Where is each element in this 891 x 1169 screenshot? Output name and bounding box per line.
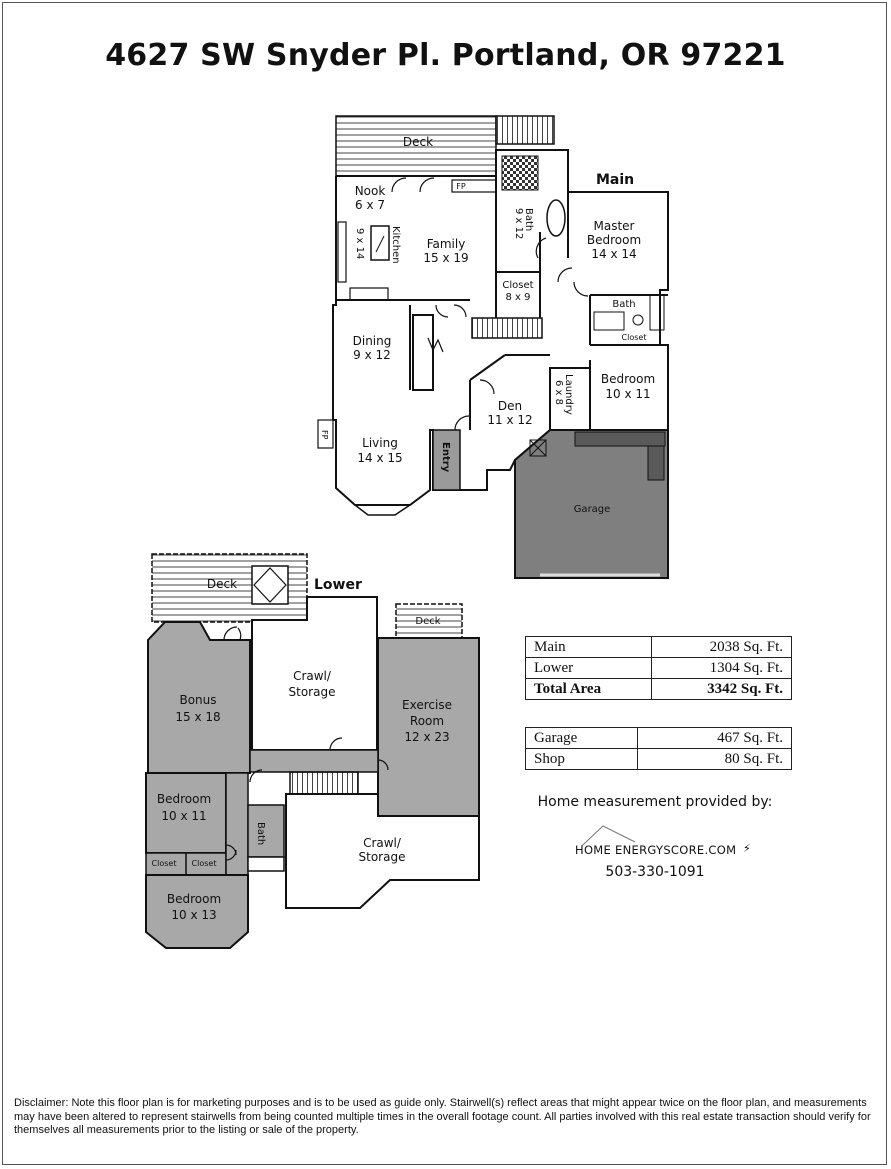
lower-level-plan (151, 553, 463, 639)
main-deck (335, 115, 497, 177)
fridge-label: FP (456, 182, 466, 191)
house-roof-icon (581, 825, 636, 846)
main-deck-steps (495, 115, 555, 145)
exercise-label-2: Room (410, 714, 444, 728)
dining-label: Dining (353, 334, 392, 348)
main-deck-label: Deck (403, 135, 433, 149)
lower-closet-b-label: Closet (192, 859, 217, 868)
family-size: 15 x 19 (423, 251, 468, 265)
bonus-label: Bonus (179, 693, 216, 707)
family-label: Family (427, 237, 466, 251)
lower-deck-label: Deck (207, 577, 237, 591)
other-label-garage: Garage (524, 727, 639, 749)
entry-label: Entry (440, 442, 451, 473)
lower-bath (247, 804, 285, 858)
master-bedroom-label-2: Bedroom (587, 233, 641, 247)
disclaimer-text: Disclaimer: Note this floor plan is for … (14, 1097, 871, 1136)
provider-heading: Home measurement provided by: (537, 794, 773, 810)
area-summary-table: Main 2038 Sq. Ft. Lower 1304 Sq. Ft. Tot… (524, 636, 792, 700)
page-title: 4627 SW Snyder Pl. Portland, OR 97221 (105, 38, 786, 73)
lower-stairs (289, 771, 359, 795)
main-entry (432, 429, 461, 491)
area-value-main: 2038 Sq. Ft. (651, 636, 792, 658)
table-row: Garage 467 Sq. Ft. (524, 727, 792, 749)
main-bath-label: Bath (523, 208, 534, 231)
area-value-lower: 1304 Sq. Ft. (651, 657, 792, 679)
lower-bedroom-2 (145, 874, 249, 949)
master-bedroom-size: 14 x 14 (591, 247, 636, 261)
main-level-label: Main (596, 172, 634, 188)
exercise-label-1: Exercise (402, 698, 452, 712)
dining-size: 9 x 12 (353, 348, 391, 362)
provider-logo-text: HOME ENERGYSCORE.COM (575, 843, 737, 857)
lower-bedroom-1-size: 10 x 11 (161, 809, 206, 823)
master-bedroom-label-1: Master (594, 219, 635, 233)
provider-logo: HOME ENERGYSCORE.COM ⚡ (565, 825, 755, 862)
closet-label: Closet (502, 280, 533, 291)
lower-bedroom-2-size: 10 x 13 (171, 908, 216, 922)
kitchen-label: Kitchen (390, 226, 401, 264)
main-stairs (471, 317, 543, 339)
living-size: 14 x 15 (357, 451, 402, 465)
fireplace-label: FP (320, 430, 329, 440)
other-label-shop: Shop (524, 748, 639, 770)
lower-deck-2 (395, 603, 463, 639)
other-value-shop: 80 Sq. Ft. (637, 748, 792, 770)
master-closet-label: Closet (622, 333, 647, 342)
area-label-main: Main (524, 636, 653, 658)
nook-size: 6 x 7 (355, 198, 385, 212)
nook-label: Nook (355, 184, 386, 198)
table-row: Main 2038 Sq. Ft. (524, 636, 792, 658)
crawl-storage-lower (285, 793, 480, 909)
main-garage (514, 429, 669, 579)
crawl-lower-label-1: Crawl/ (363, 836, 402, 850)
lower-deck-2-label: Deck (415, 616, 440, 627)
table-row: Lower 1304 Sq. Ft. (524, 657, 792, 679)
den-label: Den (498, 399, 522, 413)
kitchen-size: 9 x 14 (354, 228, 365, 259)
laundry-size: 6 x 8 (553, 380, 564, 405)
lower-level-label: Lower (314, 577, 362, 593)
other-area-table: Garage 467 Sq. Ft. Shop 80 Sq. Ft. (524, 727, 792, 770)
closet-size: 8 x 9 (506, 292, 531, 303)
lower-closet-a-label: Closet (152, 859, 177, 868)
lower-bedroom-1-label: Bedroom (157, 792, 211, 806)
bedroom-size: 10 x 11 (605, 387, 650, 401)
provider-phone: 503-330-1091 (605, 864, 705, 880)
living-label: Living (362, 436, 398, 450)
den-size: 11 x 12 (487, 413, 532, 427)
bedroom-label: Bedroom (601, 372, 655, 386)
laundry-label: Laundry (563, 374, 574, 415)
table-row: Total Area 3342 Sq. Ft. (524, 678, 792, 700)
garage-label: Garage (574, 504, 611, 515)
crawl-upper-label-2: Storage (289, 685, 336, 699)
crawl-upper-label-1: Crawl/ (293, 669, 332, 683)
area-label-total: Total Area (524, 678, 653, 700)
area-value-total: 3342 Sq. Ft. (651, 678, 792, 700)
plug-icon: ⚡ (743, 842, 752, 855)
exercise-room (377, 637, 480, 817)
area-label-lower: Lower (524, 657, 653, 679)
lower-bedroom-2-label: Bedroom (167, 892, 221, 906)
main-bath-size: 9 x 12 (513, 208, 524, 239)
bonus-size: 15 x 18 (175, 710, 220, 724)
table-row: Shop 80 Sq. Ft. (524, 748, 792, 770)
other-value-garage: 467 Sq. Ft. (637, 727, 792, 749)
master-bath-label: Bath (612, 299, 635, 310)
exercise-size: 12 x 23 (404, 730, 449, 744)
lower-bath-label: Bath (255, 822, 266, 845)
crawl-lower-label-2: Storage (359, 850, 406, 864)
